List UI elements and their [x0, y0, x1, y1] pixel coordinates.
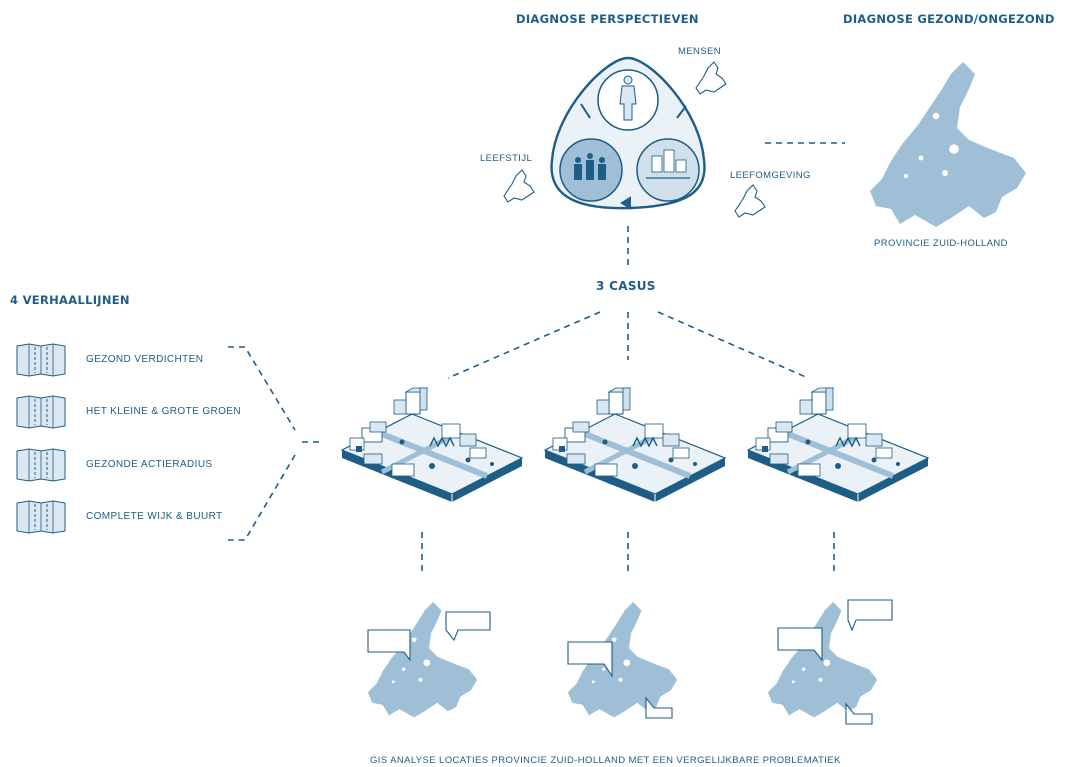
mini-country-icon [695, 61, 727, 95]
route-map-icon [16, 448, 66, 482]
route-map-icon [16, 343, 66, 377]
city-block-icon [545, 388, 725, 502]
heading-diagnose-perspectieven: DIAGNOSE PERSPECTIEVEN [516, 12, 699, 26]
heading-diagnose-gezond: DIAGNOSE GEZOND/ONGEZOND [843, 12, 1055, 26]
footer-caption: GIS ANALYSE LOCATIES PROVINCIE ZUID-HOLL… [370, 755, 841, 766]
callout-icon [367, 599, 893, 725]
province-map-icon [870, 62, 1026, 227]
heading-3-casus: 3 CASUS [596, 279, 656, 293]
label-provincie: PROVINCIE ZUID-HOLLAND [874, 238, 1008, 249]
mini-country-icon [734, 184, 766, 218]
verhaallijn-label-3: GEZONDE ACTIERADIUS [86, 459, 213, 470]
mini-country-icon [503, 169, 535, 203]
person-icon [619, 75, 637, 121]
label-leefstijl: LEEFSTIJL [480, 153, 533, 164]
verhaallijn-label-1: GEZOND VERDICHTEN [86, 354, 204, 365]
verhaallijn-label-2: HET KLEINE & GROTE GROEN [86, 406, 242, 417]
perspective-triangle [550, 56, 706, 210]
city-block-icon [748, 388, 928, 502]
label-leefomgeving: LEEFOMGEVING [730, 170, 811, 181]
city-block-icon [342, 388, 522, 502]
route-map-icon [16, 500, 66, 534]
label-mensen: MENSEN [678, 46, 722, 57]
heading-4-verhaallijnen: 4 VERHAALLIJNEN [10, 293, 130, 307]
verhaallijn-label-4: COMPLETE WIJK & BUURT [86, 511, 223, 522]
route-map-icon [16, 395, 66, 429]
